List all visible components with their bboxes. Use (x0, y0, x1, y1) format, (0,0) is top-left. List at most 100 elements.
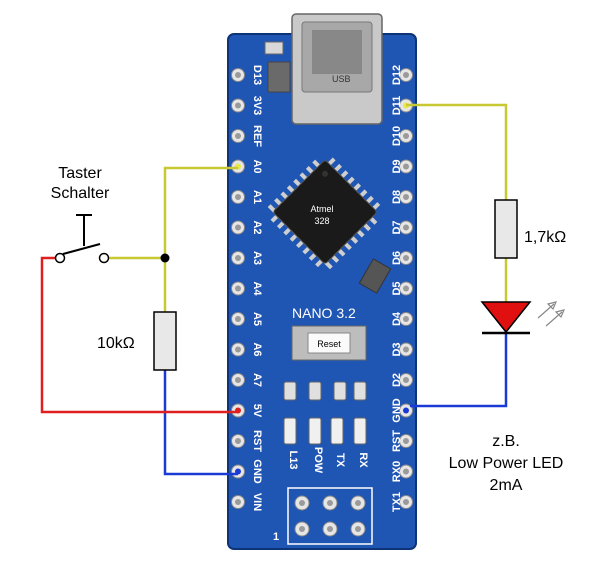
pin-label-left: GND (251, 459, 263, 484)
wire-5v (40, 256, 238, 414)
pin-right-rst: RST (391, 430, 413, 452)
pin-left-a3: A3 (231, 251, 263, 265)
pin-label-left: D13 (251, 65, 263, 85)
pin-left-a4: A4 (231, 281, 263, 296)
resistor-10k (153, 311, 177, 371)
pin-label-left: RST (251, 430, 263, 452)
smd-components (283, 381, 367, 401)
pin-label-right: D2 (391, 373, 403, 387)
reset-button: Reset (291, 325, 367, 361)
pin1-label: 1 (273, 531, 279, 543)
onboard-led-pow: POW (308, 417, 324, 474)
switch-label-1: Taster (58, 165, 102, 182)
pin-left-a6: A6 (231, 342, 263, 357)
arduino-nano-board: USB Atmel 328 NANO 3.2 Reset L13 POW TX RX (227, 13, 417, 550)
pin-label-left: A3 (251, 251, 263, 265)
resistor-17k-label: 1,7kΩ (524, 229, 566, 246)
svg-text:POW: POW (312, 447, 324, 474)
pin-left-a1: A1 (231, 190, 263, 204)
pin-label-left: 3V3 (251, 96, 263, 116)
chip-model: 328 (314, 216, 329, 226)
pin-left-a0: A0 (231, 159, 263, 174)
wire-a0 (163, 166, 238, 258)
pin-right-d8: D8 (391, 190, 413, 204)
pin-label-left: A4 (251, 281, 263, 296)
pin-label-right: GND (391, 398, 403, 423)
pin-label-left: 5V (251, 404, 263, 418)
pin-label-right: D10 (391, 126, 403, 146)
junction-dot (160, 253, 170, 263)
pin-label-right: D9 (391, 159, 403, 173)
pin-right-d7: D7 (391, 220, 413, 235)
svg-text:RX: RX (357, 452, 369, 468)
pin-label-left: A5 (251, 312, 263, 326)
pin-right-d12: D12 (391, 65, 413, 85)
svg-text:TX: TX (334, 453, 346, 468)
pin-left-a7: A7 (231, 373, 263, 387)
pin-left-ref: REF (231, 125, 263, 147)
pin-label-right: D12 (391, 65, 403, 85)
pin-left-d13: D13 (231, 65, 263, 85)
pin-label-left: A6 (251, 342, 263, 356)
onboard-leds: L13 POW TX RX (283, 417, 369, 474)
pin-label-right: D4 (391, 311, 403, 326)
pin-right-rx0: RX0 (391, 461, 413, 482)
pin-label-right: D5 (391, 281, 403, 295)
usb-connector: USB (291, 13, 383, 125)
pin-right-d10: D10 (391, 126, 413, 146)
led-label-3: 2mA (490, 477, 523, 494)
pin-label-right: RST (391, 430, 403, 452)
usb-label: USB (332, 74, 351, 84)
pin-label-left: A0 (251, 159, 263, 173)
onboard-led-l13: L13 (283, 417, 299, 470)
pin-label-right: RX0 (391, 461, 403, 482)
led-label-1: z.B. (492, 433, 520, 450)
board-name: NANO 3.2 (292, 305, 356, 321)
reset-label: Reset (317, 339, 341, 349)
push-switch (54, 214, 110, 264)
pin-label-left: A7 (251, 373, 263, 387)
pin-right-d2: D2 (391, 373, 413, 387)
wire-gnd-right (410, 334, 508, 408)
pin-left-a5: A5 (231, 312, 263, 326)
pin-left-a2: A2 (231, 220, 263, 235)
pin-right-d4: D4 (391, 311, 413, 326)
pin-right-d5: D5 (391, 281, 413, 296)
icsp-header: 1 (273, 487, 373, 545)
pin-label-right: D7 (391, 220, 403, 234)
pin-label-right: D11 (391, 96, 403, 116)
svg-text:L13: L13 (287, 451, 299, 470)
wires (40, 103, 508, 476)
switch-label-2: Schalter (51, 185, 110, 202)
pin-label-right: D8 (391, 190, 403, 204)
pin-right-gnd: GND (391, 398, 413, 423)
pin-label-left: VIN (251, 493, 263, 511)
onboard-led-rx: RX (353, 417, 369, 468)
wire-gnd-left (163, 370, 238, 476)
pin-label-left: A2 (251, 220, 263, 234)
pin-label-left: REF (251, 125, 263, 147)
wire-d11 (406, 103, 508, 200)
onboard-led-tx: TX (330, 417, 346, 468)
pin-label-right: D3 (391, 342, 403, 356)
pin-right-tx1: TX1 (391, 492, 413, 512)
chip-brand: Atmel (310, 204, 333, 214)
resistor-17k (494, 199, 518, 259)
atmega-chip (267, 157, 381, 270)
led-label-2: Low Power LED (449, 455, 564, 472)
resistor-10k-label: 10kΩ (97, 335, 135, 352)
led-symbol (480, 301, 566, 335)
pin-left-vin: VIN (231, 493, 263, 511)
pin-left-3v3: 3V3 (231, 96, 263, 116)
pin-right-d3: D3 (391, 342, 413, 357)
pin-right-d9: D9 (391, 159, 413, 174)
pin-label-right: D6 (391, 251, 403, 265)
pin-right-d6: D6 (391, 251, 413, 265)
pin-left-rst: RST (231, 430, 263, 452)
pin-label-left: A1 (251, 190, 263, 204)
pin-left-5v: 5V (231, 403, 263, 418)
